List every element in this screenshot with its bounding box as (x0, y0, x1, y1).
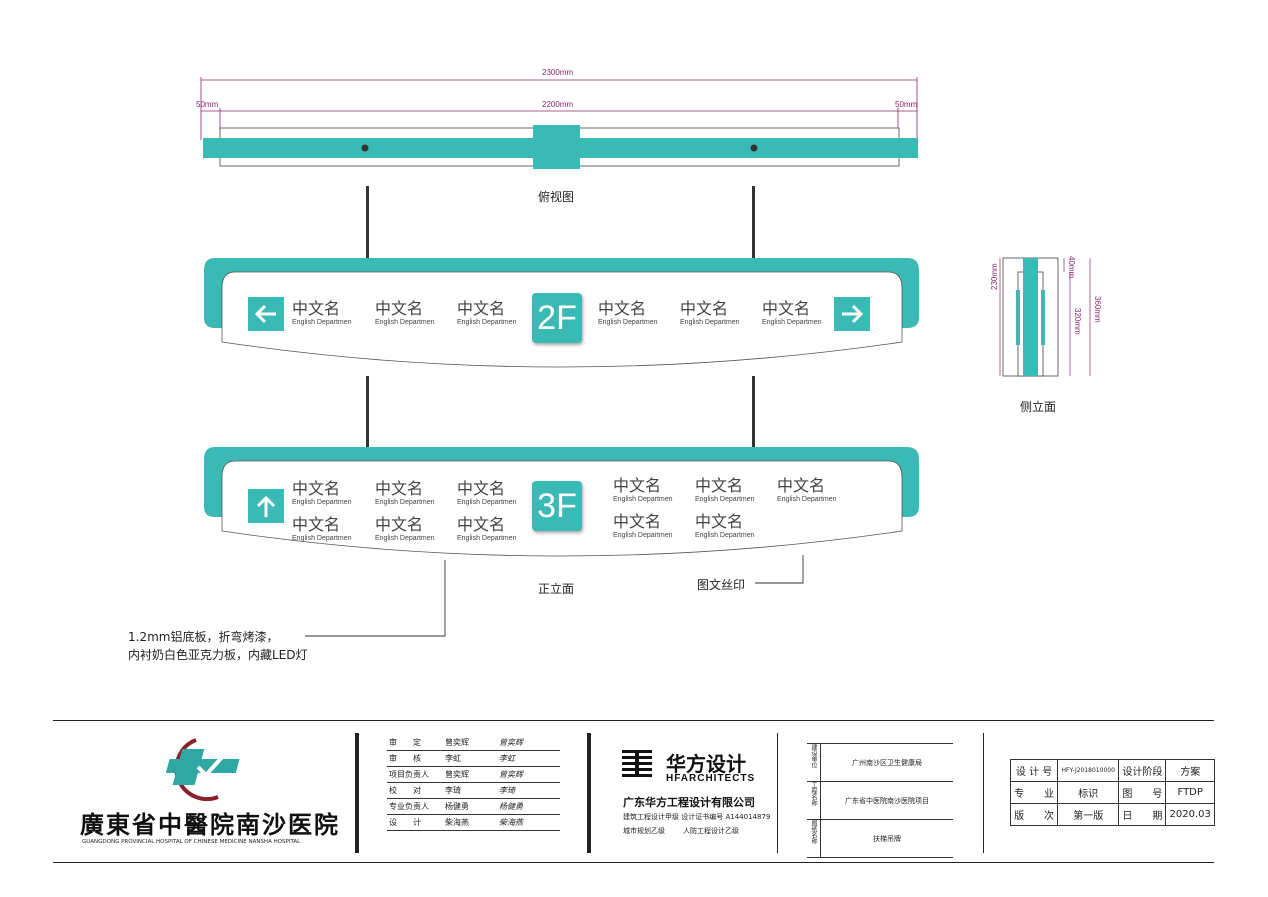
arrow-up-icon (248, 489, 284, 523)
dim-side-total: 360mm (1093, 296, 1102, 323)
dim-inner-width: 2200mm (542, 100, 574, 109)
hanging-rod (366, 376, 369, 448)
approval-row: 校 对李琦李琦 (387, 782, 560, 799)
dim-side-top: 40mm (1067, 256, 1076, 279)
project-row: 工程名称广东省中医院南沙医院项目 (807, 781, 953, 820)
project-row: 建设单位广州南沙区卫生健康局 (807, 743, 953, 782)
project-row: 图纸名称扶梯吊牌 (807, 819, 953, 858)
side-view-drawing (999, 257, 1091, 377)
dim-side-mid: 320mm (1073, 308, 1082, 335)
dim-side-height: 230mm (990, 263, 999, 290)
firm-cert-line1: 建筑工程设计甲级 设计证书编号 A144014879 (623, 813, 771, 821)
dim-right-margin: 50mm (895, 100, 918, 109)
divider (983, 733, 984, 853)
dim-left-margin: 50mm (196, 100, 219, 109)
arrow-right-icon (834, 297, 870, 331)
print-note: 图文丝印 (697, 578, 746, 592)
front-view-caption: 正立面 (538, 582, 575, 596)
approval-row: 设 计柴海燕柴海燕 (387, 814, 560, 831)
divider (355, 733, 359, 853)
top-view-caption: 俯视图 (538, 190, 575, 204)
arrow-left-icon (248, 297, 284, 331)
firm-cert-line2a: 城市规划乙级 (623, 827, 665, 835)
divider (53, 862, 1214, 863)
floor-badge-2f: 2F (532, 293, 582, 343)
approval-row: 专业负责人杨健勇杨健勇 (387, 798, 560, 815)
top-view-drawing (200, 77, 918, 169)
divider (587, 733, 591, 853)
approval-row: 项目负责人曾奕辉曾奕辉 (387, 766, 560, 783)
side-view-caption: 侧立面 (1020, 400, 1057, 414)
hanging-rod (752, 186, 755, 286)
firm-cert-line2b: 人防工程设计乙级 (683, 827, 739, 835)
approval-table: 审 定曾奕辉曾奕辉 审 核李虹李虹 项目负责人曾奕辉曾奕辉 校 对李琦李琦 专业… (387, 735, 560, 831)
firm-name-cn: 华方设计 (666, 752, 746, 776)
divider (777, 733, 778, 853)
firm-name-en: HFARCHITECTS (666, 773, 756, 784)
project-table: 建设单位广州南沙区卫生健康局 工程名称广东省中医院南沙医院项目 图纸名称扶梯吊牌 (807, 743, 953, 858)
hospital-name-en: GUANGDONG PROVINCIAL HOSPITAL OF CHINESE… (82, 839, 301, 845)
hanging-rod (366, 186, 369, 286)
dim-total-width: 2300mm (542, 68, 574, 77)
firm-full-name: 广东华方工程设计有限公司 (623, 796, 755, 809)
hanging-rod (752, 376, 755, 448)
floor-badge-3f: 3F (532, 481, 582, 531)
leader-lines (305, 555, 804, 637)
approval-row: 审 定曾奕辉曾奕辉 (387, 735, 560, 751)
hospital-name: 廣東省中醫院南沙医院 (80, 810, 340, 839)
divider (53, 720, 1214, 721)
firm-logo-icon (622, 750, 652, 777)
material-note-line1: 1.2mm铝底板，折弯烤漆， (128, 630, 279, 644)
material-note-line2: 内衬奶白色亚克力板，内藏LED灯 (128, 648, 308, 662)
approval-row: 审 核李虹李虹 (387, 750, 560, 767)
hospital-logo-icon (165, 738, 240, 801)
